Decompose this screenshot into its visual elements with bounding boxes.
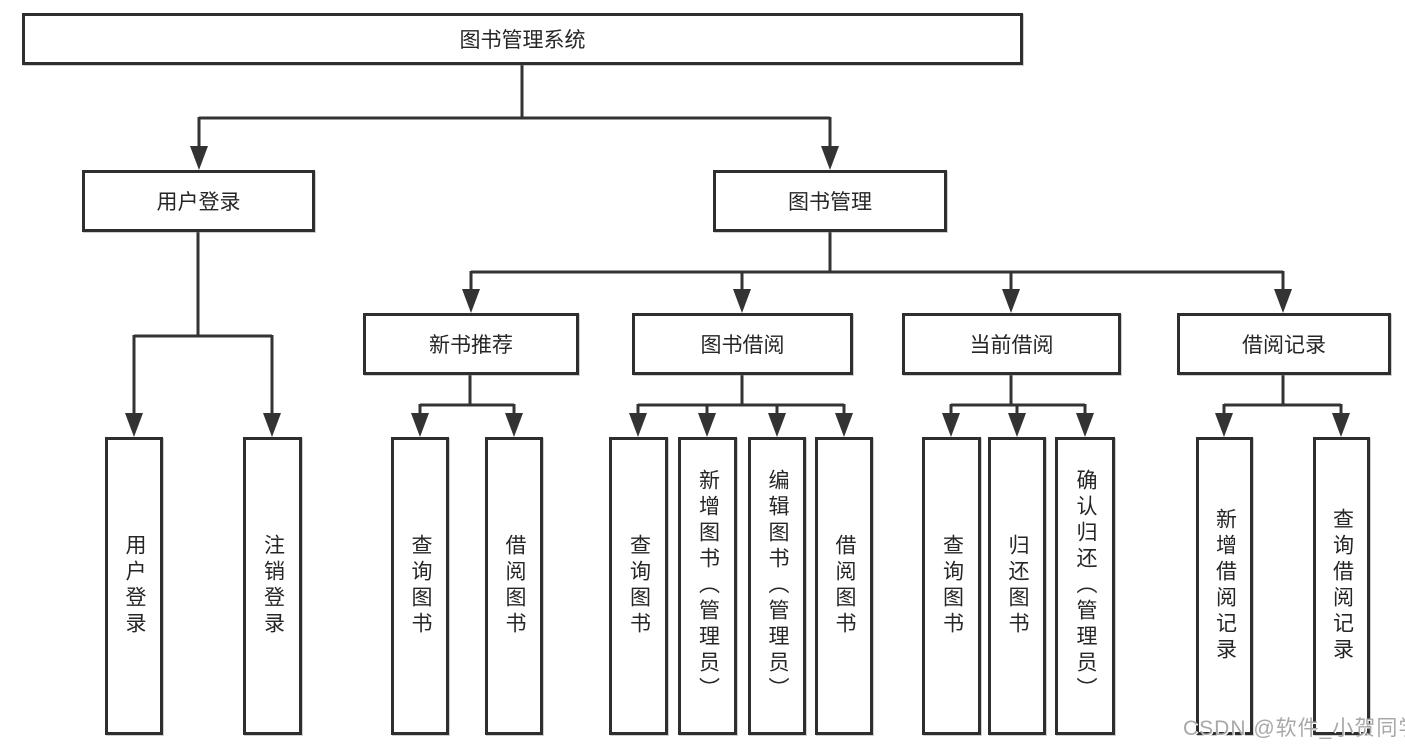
leaf-confirm-return-admin: 确认归还（管理员） [1055,437,1115,735]
node-root: 图书管理系统 [22,13,1023,65]
leaf-query-book-current: 查询图书 [922,437,981,735]
node-user-login: 用户登录 [82,170,315,232]
leaf-user-login: 用户登录 [105,437,163,735]
watermark-text: CSDN @软件_小贺同学 [1183,717,1405,740]
node-book-management: 图书管理 [713,170,947,232]
leaf-add-borrow-record: 新增借阅记录 [1196,437,1253,735]
leaf-edit-book-admin: 编辑图书（管理员） [748,437,806,735]
leaf-query-book-borrow: 查询图书 [609,437,668,735]
leaf-query-book-recommend: 查询图书 [391,437,449,735]
node-book-borrow: 图书借阅 [632,313,853,375]
leaf-logout: 注销登录 [243,437,302,735]
node-current-borrow: 当前借阅 [902,313,1121,375]
leaf-borrow-book-recommend: 借阅图书 [485,437,543,735]
leaf-query-borrow-record: 查询借阅记录 [1313,437,1370,735]
leaf-add-book-admin: 新增图书（管理员） [678,437,737,735]
leaf-borrow-book: 借阅图书 [815,437,873,735]
leaf-return-book: 归还图书 [988,437,1046,735]
node-borrow-records: 借阅记录 [1177,313,1391,375]
node-new-book-recommend: 新书推荐 [363,313,579,375]
